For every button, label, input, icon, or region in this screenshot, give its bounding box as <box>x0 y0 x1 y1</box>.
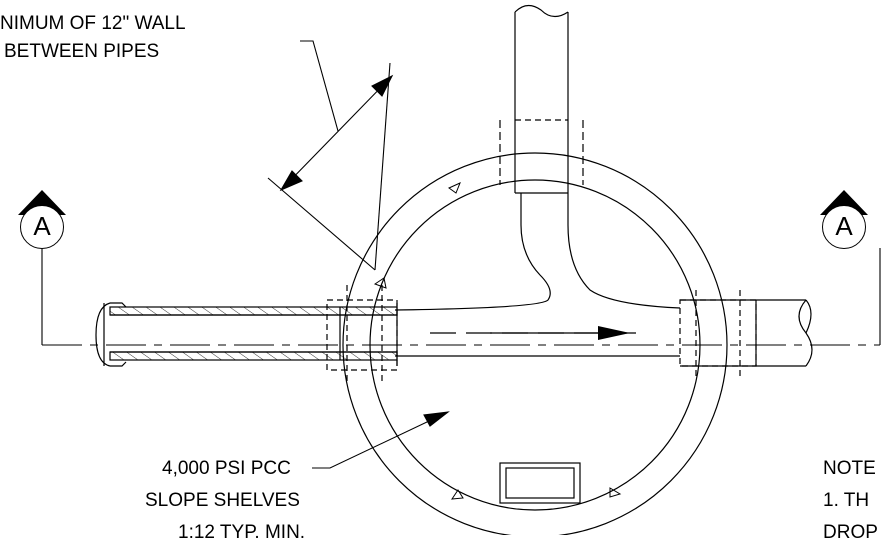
wall-dimension <box>267 40 394 271</box>
section-marker-right: A <box>822 205 866 249</box>
flow-direction-arrow <box>490 326 630 340</box>
section-marker-left: A <box>20 205 64 249</box>
manhole-step <box>499 462 581 504</box>
manhole-outer-wall <box>342 152 728 535</box>
note-title: NOTE <box>823 458 876 479</box>
pcc-leader <box>312 411 450 469</box>
section-arrows <box>18 190 868 215</box>
top-inlet-pipe <box>499 4 584 194</box>
note-item-2: DROP <box>823 522 878 543</box>
material-callout-line3: 1:12 TYP. MIN. <box>178 522 306 543</box>
wall-callout-line1: NIMUM OF 12" WALL <box>0 13 186 34</box>
material-callout-line2: SLOPE SHELVES <box>145 490 300 511</box>
note-item: 1. TH <box>823 490 870 511</box>
right-pipe <box>679 290 813 380</box>
flow-channel <box>394 193 681 357</box>
wall-callout-line2: BETWEEN PIPES <box>4 41 160 62</box>
left-pipe <box>95 285 398 385</box>
wall-triangles <box>373 182 622 500</box>
section-cut-line <box>41 248 881 346</box>
material-callout-line1: 4,000 PSI PCC <box>162 458 291 479</box>
